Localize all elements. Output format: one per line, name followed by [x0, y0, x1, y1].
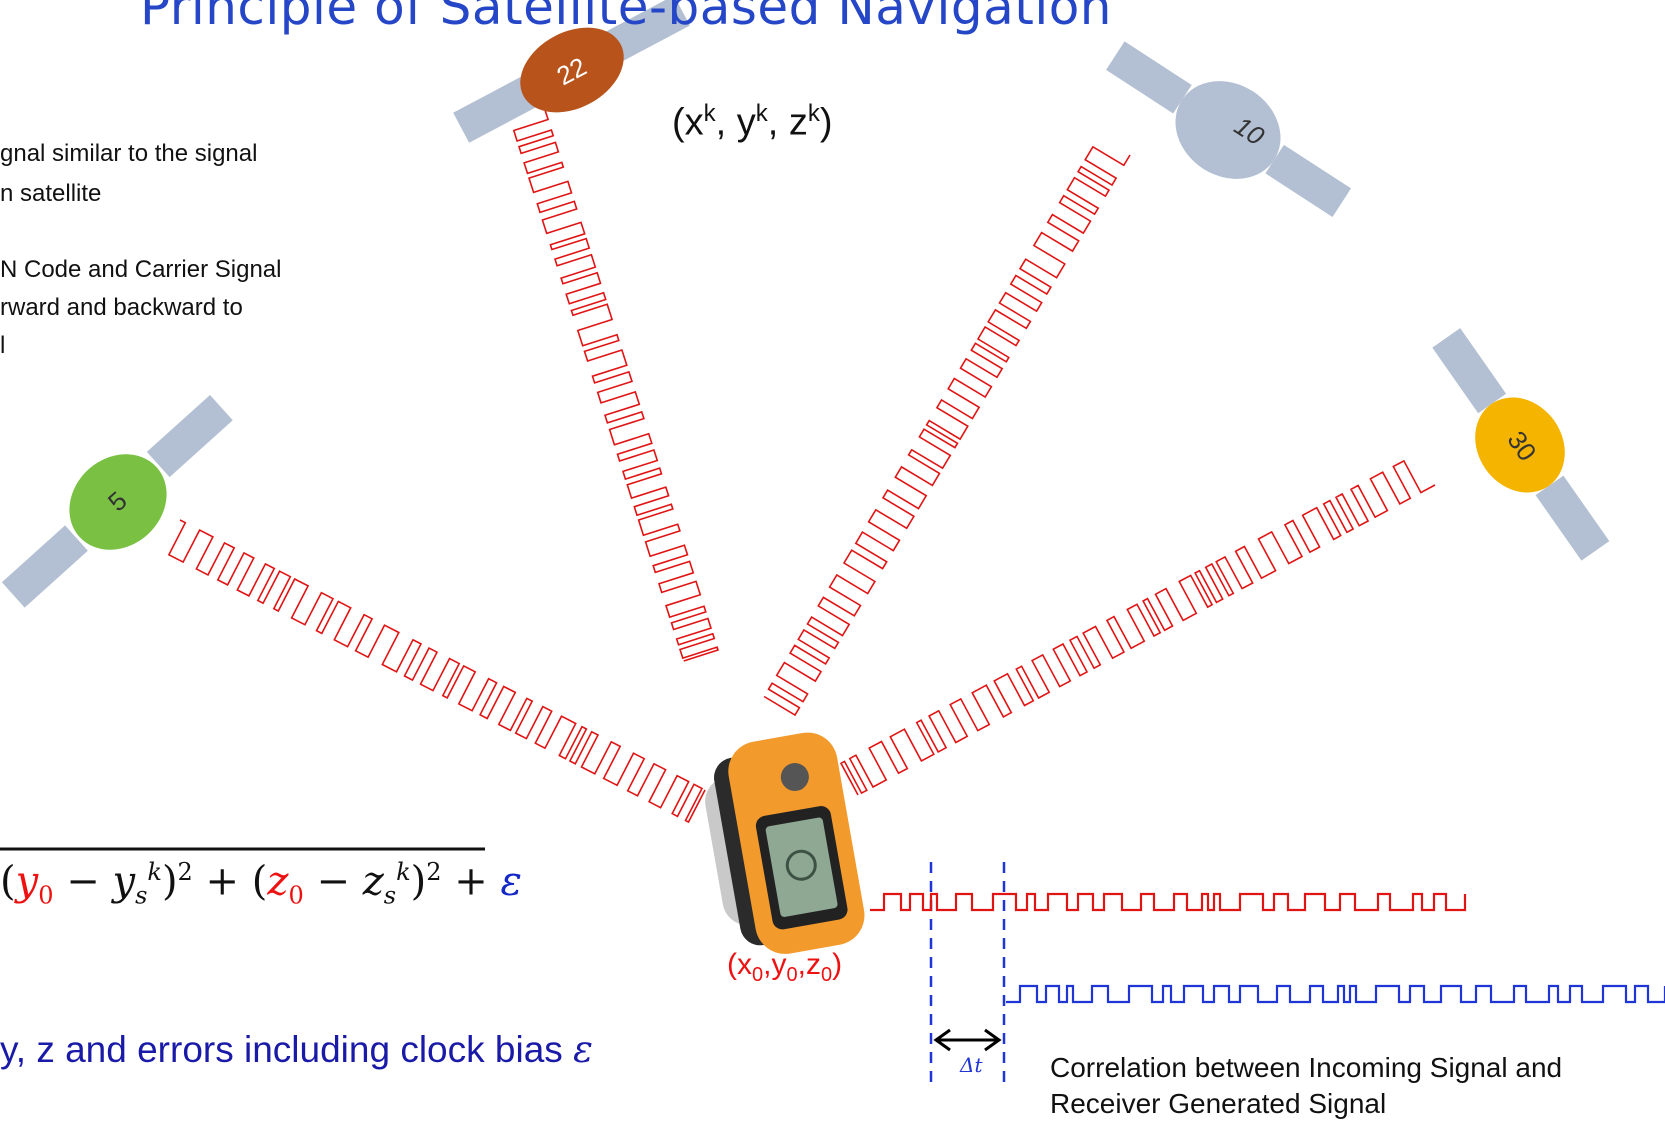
coord-x-sup: k	[703, 100, 716, 127]
formula-zs-var: z	[362, 858, 384, 905]
coord-x: (x	[672, 101, 704, 144]
rx-x-sub: 0	[752, 964, 764, 986]
formula-plus-2: +	[454, 858, 488, 905]
satellite-signals	[167, 109, 1436, 824]
signal-wave	[167, 519, 706, 824]
rx-z: z	[805, 948, 821, 981]
solar-panel-left	[453, 75, 540, 143]
coord-y-sup: k	[755, 100, 768, 127]
solar-panel-right	[1265, 144, 1352, 217]
satellite-5	[1, 394, 233, 608]
receiver-coordinates: (x0,y0,z0)	[727, 948, 843, 986]
formula-y0-var: y	[15, 858, 39, 905]
unknowns-epsilon: ε	[573, 1028, 593, 1071]
formula-minus-2: −	[316, 858, 350, 905]
satellite-30	[1432, 328, 1610, 561]
generated-signal-wave	[1006, 984, 1665, 1004]
unknowns-text: y, z and errors including clock bias	[0, 1029, 563, 1070]
page-title: Principle of Satellite-based Navigation	[140, 0, 1112, 36]
bullet-line-1: gnal similar to the signal	[0, 140, 258, 167]
compass-icon	[785, 849, 817, 881]
satellite-10	[1106, 41, 1352, 217]
solar-panel-left	[1106, 41, 1192, 114]
formula-plus-1: +	[205, 858, 240, 905]
satellite-body	[1175, 81, 1281, 179]
device-screen	[765, 817, 838, 917]
rx-y: y	[771, 948, 787, 981]
coord-y: y	[736, 101, 756, 144]
satellite-body	[520, 27, 624, 113]
bullet-line-3: N Code and Carrier Signal	[0, 256, 282, 283]
delta-t-arrowhead-left	[933, 1028, 951, 1052]
rx-y-sub: 0	[786, 964, 798, 986]
formula-z0-var: z	[267, 858, 289, 905]
formula-ys-var: y	[112, 858, 136, 905]
formula-zs-sup: k	[396, 858, 411, 886]
solar-panel-right	[1535, 475, 1610, 561]
bullet-line-5: l	[0, 332, 6, 359]
solar-panel-right	[603, 0, 690, 64]
incoming-signal-wave	[870, 892, 1467, 912]
signal-wave	[512, 109, 719, 662]
formula-square-2: 2	[426, 858, 442, 886]
satellite-22	[453, 0, 690, 143]
coord-z: z	[788, 101, 808, 144]
gps-receiver-device	[705, 732, 865, 954]
bullet-line-2: n satellite	[0, 180, 102, 207]
formula-epsilon: ε	[500, 858, 522, 905]
signal-wave	[763, 145, 1131, 717]
formula-ys-sub: s	[135, 881, 148, 910]
correlation-caption-line-2: Receiver Generated Signal	[1050, 1088, 1387, 1119]
formula-minus-1: −	[66, 858, 100, 905]
device-antenna-button	[780, 763, 809, 792]
delta-t-arrowhead-right	[984, 1028, 1002, 1052]
satellite-body	[69, 454, 167, 550]
solar-panel-left	[1, 525, 88, 608]
formula-z0-sub: 0	[288, 881, 304, 910]
rx-x: x	[737, 948, 752, 981]
unknowns-note: y, z and errors including clock bias ε	[0, 1028, 593, 1071]
satellite-coordinates: (xk, yk, zk)	[672, 100, 833, 144]
formula-y0-sub: 0	[38, 881, 54, 910]
solar-panel-left	[1432, 328, 1507, 414]
formula-ys-sup: k	[147, 858, 162, 886]
correlation-caption-line-1: Correlation between Incoming Signal and	[1050, 1052, 1563, 1083]
delta-t-label: Δt	[959, 1053, 983, 1077]
signal-wave	[839, 459, 1436, 796]
formula-zs-sub: s	[383, 881, 397, 910]
coord-z-sup: k	[807, 100, 820, 127]
satellite-body	[1475, 397, 1565, 493]
coord-close: )	[819, 101, 833, 144]
rx-z-sub: 0	[820, 964, 833, 986]
pseudorange-formula: (y0 − ysk)2 + (z0 − zsk)2 + ε	[0, 858, 522, 910]
formula-square-1: 2	[177, 858, 193, 886]
bullet-line-4: rward and backward to	[0, 294, 243, 321]
solar-panel-right	[146, 394, 233, 478]
